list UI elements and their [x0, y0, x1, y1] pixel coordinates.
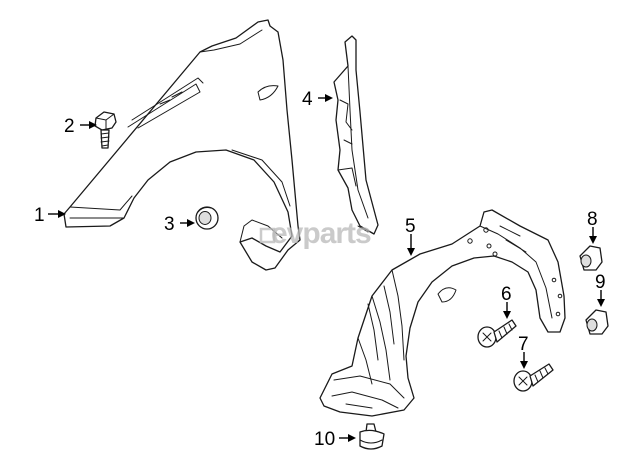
callout-number-3: 3 — [164, 214, 175, 235]
callout-number-6: 6 — [501, 284, 512, 305]
part-fender-bracket — [333, 35, 379, 235]
part-nut-8 — [579, 245, 603, 271]
part-screw-7 — [513, 363, 554, 392]
leader-arrow-1 — [58, 210, 66, 218]
leader-arrow-5 — [407, 248, 415, 256]
part-screw-6 — [477, 319, 517, 348]
leader-arrow-3 — [187, 219, 195, 227]
callout-number-7: 7 — [518, 334, 529, 355]
callout-leaders — [48, 94, 605, 442]
part-clip — [359, 423, 385, 450]
callout-number-8: 8 — [587, 209, 598, 230]
leader-arrow-2 — [89, 121, 97, 129]
part-front-fender — [63, 19, 301, 271]
callout-number-5: 5 — [405, 216, 416, 237]
part-wheel-house-liner — [319, 209, 566, 417]
leader-arrow-9 — [597, 299, 605, 307]
part-nut-9 — [585, 309, 609, 335]
leader-arrow-7 — [520, 361, 528, 369]
part-bolt — [94, 111, 117, 149]
callout-number-4: 4 — [302, 89, 313, 110]
callout-number-1: 1 — [34, 205, 45, 226]
leader-arrow-10 — [348, 434, 356, 442]
watermark-text: evparts — [271, 217, 371, 250]
leader-arrow-4 — [325, 94, 333, 102]
watermark: evparts — [259, 217, 372, 250]
callout-number-9: 9 — [595, 272, 606, 293]
leader-arrow-8 — [589, 236, 597, 244]
callout-number-10: 10 — [314, 429, 335, 450]
leader-arrow-6 — [503, 311, 511, 319]
callout-number-2: 2 — [64, 116, 75, 137]
part-grommet — [195, 206, 219, 230]
callout-numbers: 1 2 3 4 5 6 7 8 9 10 — [34, 89, 606, 450]
